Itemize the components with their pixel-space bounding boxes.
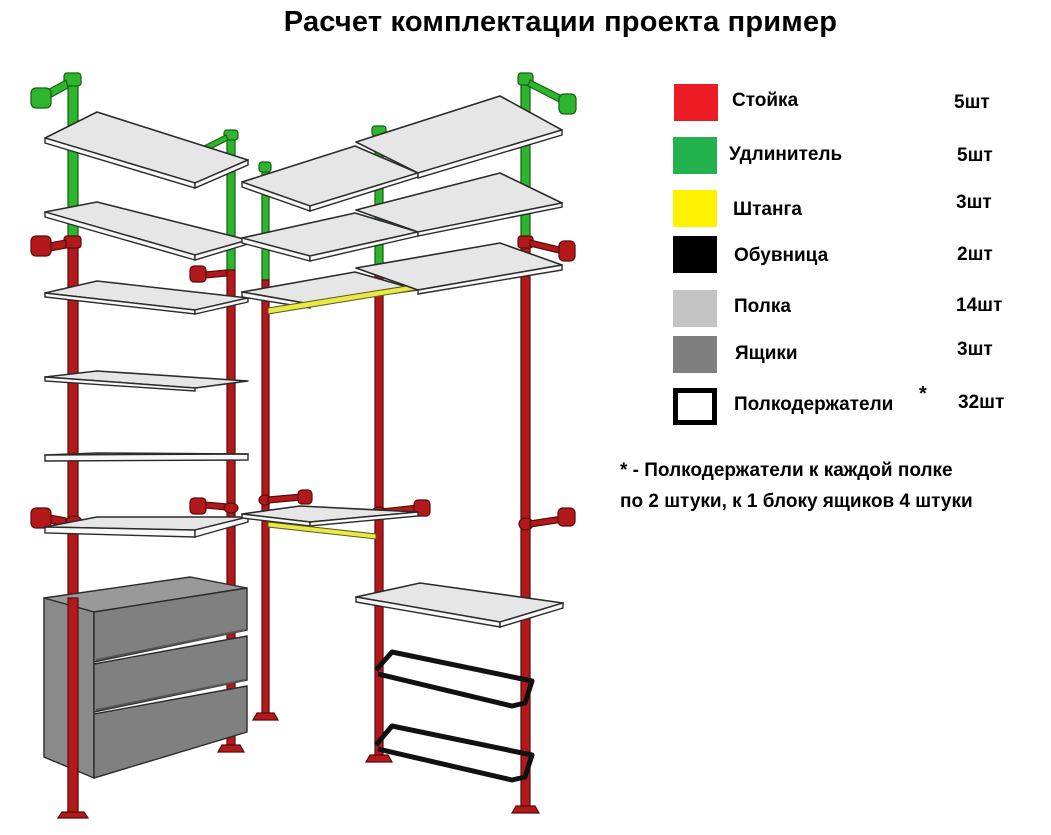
left-back-post: [189, 265, 246, 753]
legend-count-shoe-rack: 2шт: [957, 244, 993, 265]
footnote-line-1: * - Полкодержатели к каждой полке: [620, 460, 953, 481]
middle-left-post: [251, 279, 313, 721]
legend-label-shoe-rack: Обувница: [734, 245, 829, 266]
legend-swatch-shelf-holder: [673, 388, 717, 425]
legend-count-extension: 5шт: [957, 145, 993, 166]
legend-count-rod: 3шт: [956, 192, 992, 213]
legend-count-drawers: 3шт: [957, 339, 993, 360]
right-extension: [517, 72, 577, 241]
legend-swatch-extension: [673, 137, 717, 174]
left-shelves: [44, 111, 249, 538]
clothes-rod-middle-bottom: [267, 521, 377, 540]
legend-label-extension: Удлинитель: [729, 144, 843, 165]
shoe-racks: [374, 649, 535, 783]
legend-label-drawers: Ящики: [735, 343, 798, 364]
legend-label-shelf: Полка: [734, 296, 791, 317]
wardrobe-diagram: .shelf { fill: #E6E6E6; stroke: #2b2b2b;…: [30, 72, 577, 819]
right-shelves: [355, 95, 564, 628]
page-title: Расчет комплектации проекта пример: [283, 6, 838, 38]
footnote-line-2: по 2 штуки, к 1 блоку ящиков 4 штуки: [620, 491, 973, 512]
legend-label-shelf-holder: Полкодержатели: [734, 394, 894, 415]
legend-label-rod: Штанга: [733, 199, 802, 220]
legend-swatch-post: [674, 84, 718, 121]
legend-label-post: Стойка: [732, 90, 799, 111]
legend-swatch-rod: [673, 190, 717, 227]
drawer-unit: [43, 576, 248, 813]
right-post: [510, 235, 576, 814]
legend-swatch-drawers: [673, 336, 717, 373]
legend-count-post: 5шт: [954, 92, 990, 113]
legend-asterisk: *: [919, 383, 927, 405]
footnote: * - Полкодержатели к каждой полке по 2 ш…: [620, 455, 973, 517]
legend-count-shelf: 14шт: [956, 295, 1003, 316]
legend-count-shelf-holder: 32шт: [958, 392, 1005, 413]
legend-swatch-shoe-rack: [673, 236, 717, 273]
legend-swatch-shelf: [673, 290, 717, 327]
